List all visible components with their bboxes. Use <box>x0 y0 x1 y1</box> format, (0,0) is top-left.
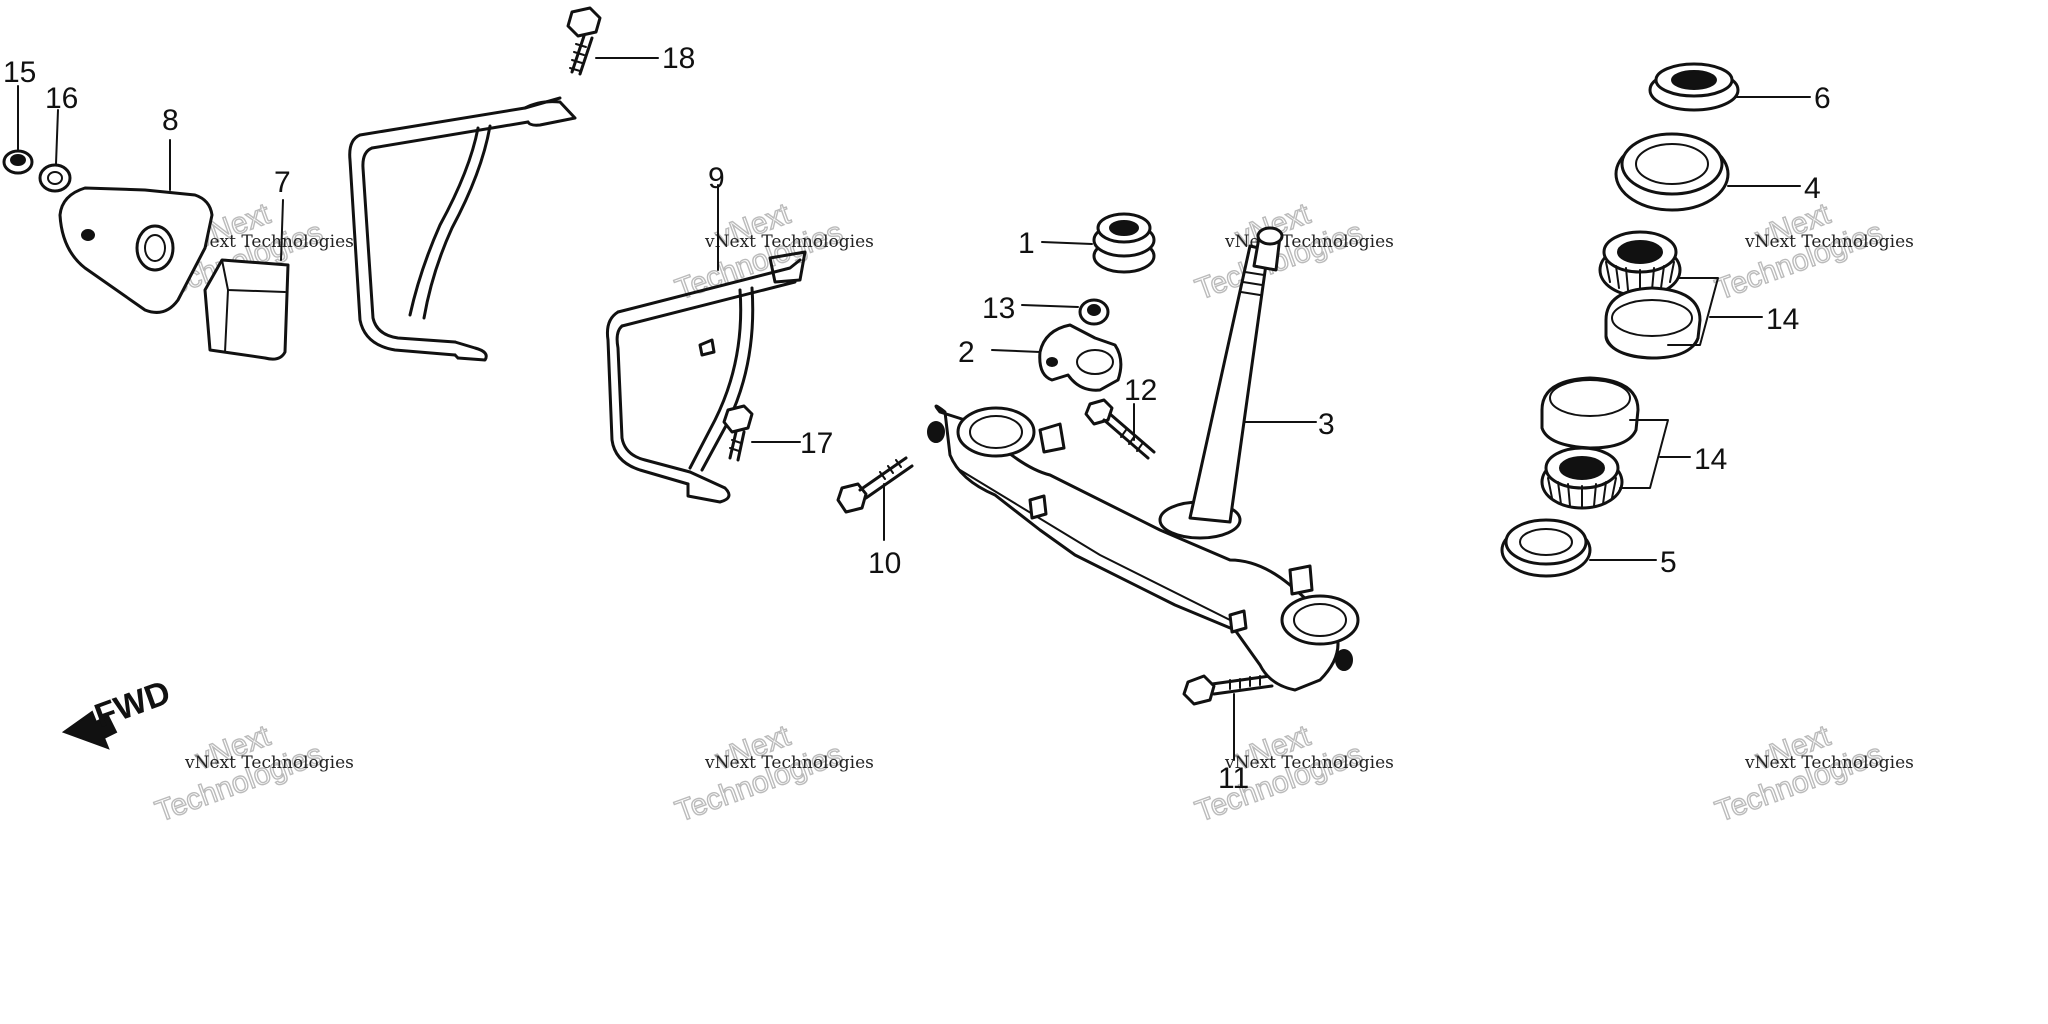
mount-bracket-part-8 <box>58 139 214 314</box>
callout-17: 17 <box>800 427 833 460</box>
forward-arrow-icon <box>61 710 118 750</box>
svg-text:vNext Technologies: vNext Technologies <box>704 232 874 252</box>
clamp-part-2 <box>991 323 1123 392</box>
svg-text:vNext Technologies: vNext Technologies <box>1744 753 1914 773</box>
frame-stay-part-9 <box>348 96 807 504</box>
callout-15: 15 <box>3 56 36 89</box>
callout-11: 11 <box>1218 762 1249 795</box>
watermark: vNext Technologies vNext Technologies <box>670 718 874 829</box>
washer-part-16 <box>38 109 72 193</box>
callout-13: 13 <box>982 292 1015 325</box>
callout-14-upper: 14 <box>1766 303 1799 336</box>
callout-10: 10 <box>868 547 901 580</box>
callout-7: 7 <box>274 166 291 199</box>
callout-16: 16 <box>45 82 78 115</box>
watermark: vNext Technologies vNext Technologies <box>1710 196 1914 307</box>
callout-9: 9 <box>708 162 725 195</box>
svg-text:vNext Technologies: vNext Technologies <box>1224 753 1394 773</box>
bearing-part-14-lower <box>1540 376 1691 510</box>
seal-part-5 <box>1500 518 1657 578</box>
callout-4: 4 <box>1804 172 1821 205</box>
watermark: vNext Technologies vNext Technologies <box>1190 196 1393 307</box>
svg-text:vNext Technologies: vNext Technologies <box>184 232 354 252</box>
forward-label: FWD <box>90 673 176 735</box>
bolt-part-11 <box>1182 674 1274 761</box>
bearing-part-14-upper <box>1598 230 1763 360</box>
callout-labels: 15 16 8 7 18 9 17 10 1 13 2 12 3 11 6 4 … <box>3 42 1831 795</box>
callout-3: 3 <box>1318 408 1335 441</box>
nut-part-6 <box>1648 62 1811 112</box>
callout-14-lower: 14 <box>1694 443 1727 476</box>
callout-1: 1 <box>1018 227 1035 260</box>
nut-part-13 <box>1021 298 1110 326</box>
callout-12: 12 <box>1124 374 1157 407</box>
steering-stem-part-3 <box>927 226 1360 692</box>
race-part-4 <box>1614 132 1801 212</box>
svg-text:vNext Technologies: vNext Technologies <box>704 753 874 773</box>
svg-text:vNext Technologies: vNext Technologies <box>184 753 354 773</box>
callout-6: 6 <box>1814 82 1831 115</box>
rubber-block-part-7 <box>203 199 290 361</box>
callout-8: 8 <box>162 104 179 137</box>
callout-18: 18 <box>662 42 695 75</box>
nut-part-15 <box>2 85 34 175</box>
bolt-part-17 <box>722 404 801 462</box>
forward-direction-indicator: FWD <box>61 673 176 750</box>
grommet-part-1 <box>1041 212 1156 274</box>
bolt-part-18 <box>566 6 659 76</box>
callout-2: 2 <box>958 336 975 369</box>
bolt-part-12 <box>1084 398 1156 460</box>
bolt-part-10 <box>836 456 914 541</box>
watermark: vNext Technologies vNext Technologies <box>1710 718 1914 829</box>
svg-text:vNext Technologies: vNext Technologies <box>1744 232 1914 252</box>
watermark: vNext Technologies vNext Technologies <box>150 718 354 829</box>
callout-5: 5 <box>1660 546 1677 579</box>
